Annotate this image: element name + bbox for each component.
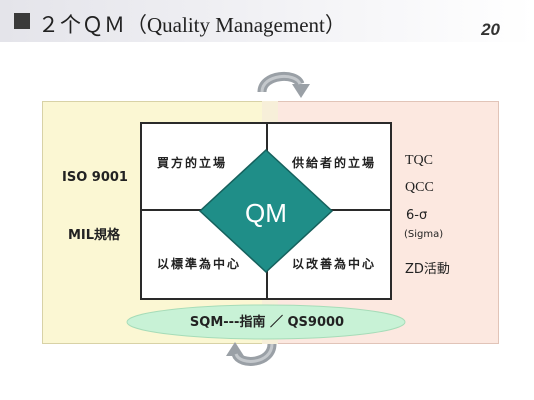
qm-center-label: QM	[245, 198, 287, 228]
left-item-iso9001: ISO 9001	[62, 170, 128, 185]
quadrant-supplier: 供給者的立場	[292, 156, 377, 170]
right-item-qcc: QCC	[405, 180, 434, 195]
right-item-tqc: TQC	[405, 153, 433, 168]
page-number: 20	[481, 20, 500, 39]
title-number: ２个	[38, 13, 82, 37]
title-subtitle: （Quality Management）	[126, 13, 346, 37]
qm-diamond	[198, 148, 334, 274]
top-cycle-arrow-icon	[257, 71, 310, 98]
quadrant-standard: 以標準為中心	[157, 257, 242, 271]
left-item-mil: MIL規格	[68, 228, 121, 243]
quadrant-improvement: 以改善為中心	[292, 257, 377, 271]
title-bullet-icon	[14, 13, 30, 29]
title-qm: ＱＭ	[82, 13, 126, 37]
bottom-cycle-arrow-icon	[226, 342, 277, 366]
sqm-band-text: SQM---指南 ／ QS9000	[189, 315, 345, 330]
right-item-sigma-note: (Sigma)	[404, 229, 444, 240]
right-item-six-sigma: 6-σ	[406, 208, 428, 223]
slide-title: ２个ＱＭ（Quality Management）	[38, 9, 346, 39]
sqm-ellipse	[126, 304, 406, 340]
title-bar: ２个ＱＭ（Quality Management） 20	[0, 0, 534, 42]
right-item-zd: ZD活動	[405, 262, 450, 277]
quadrant-buyer: 買方的立場	[157, 156, 228, 170]
